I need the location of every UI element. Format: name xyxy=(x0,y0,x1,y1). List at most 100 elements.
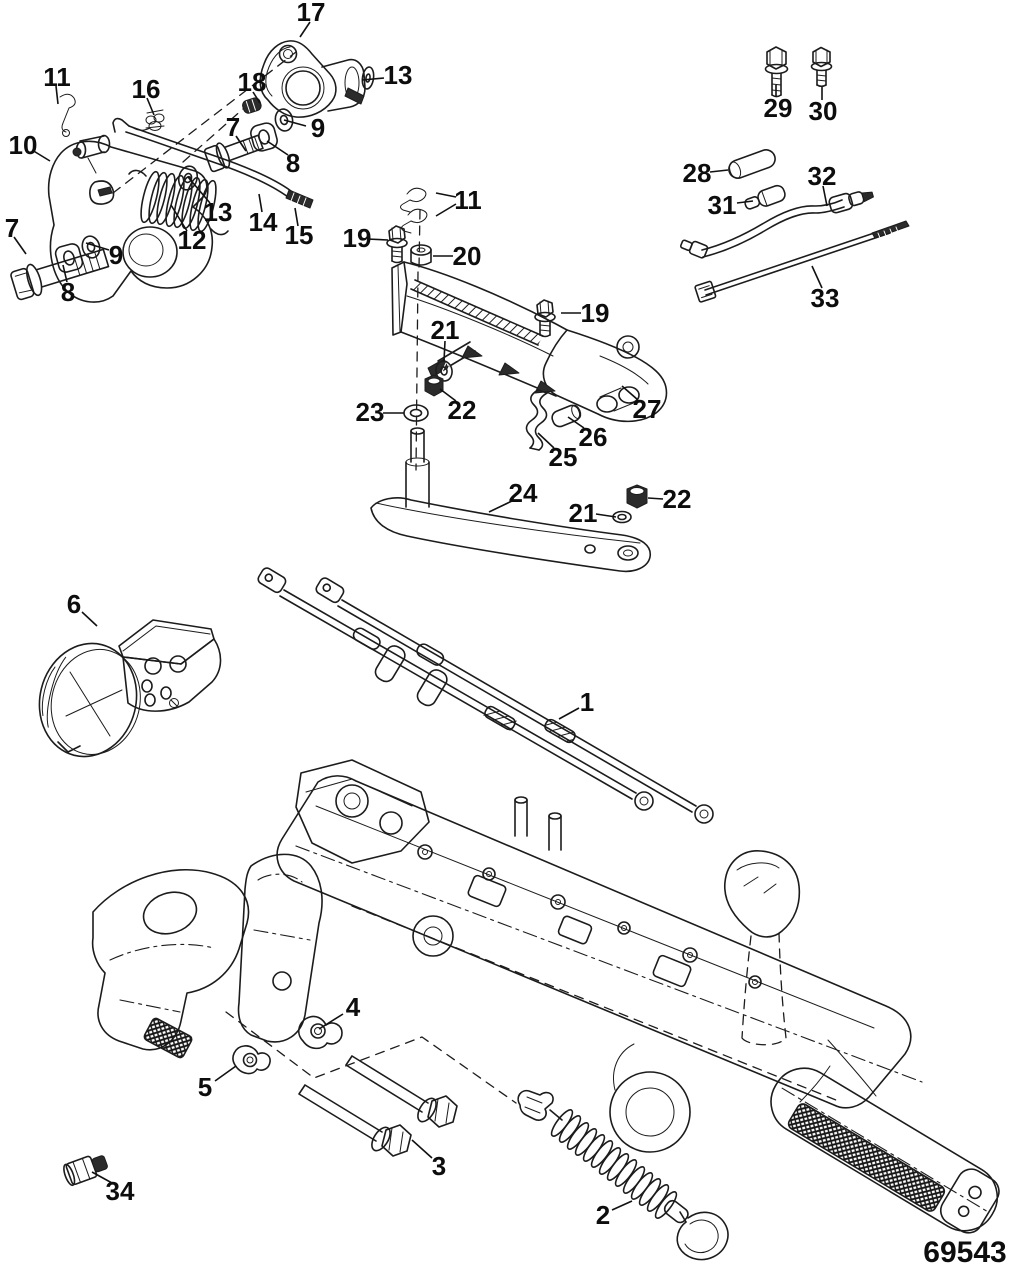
callout-number-33-32: 32 xyxy=(808,161,837,191)
callout-leader-10-12 xyxy=(170,204,188,232)
alignment-dashed-line xyxy=(225,1011,517,1104)
callout-number-36-1: 1 xyxy=(580,687,594,717)
callout-number-32-31: 31 xyxy=(708,190,737,220)
callout-number-41-34: 34 xyxy=(106,1176,135,1206)
callout-leader-24-26 xyxy=(567,416,585,429)
callout-leader-3-18 xyxy=(252,91,261,104)
swivel-bracket-art xyxy=(91,853,323,1059)
part-17-swivel-bracket-art xyxy=(259,40,366,118)
callout-number-2-16: 16 xyxy=(132,74,161,104)
callout-leader-12-15 xyxy=(294,207,299,227)
group-hardware-kit xyxy=(679,46,910,303)
part-29-bolt-art xyxy=(764,46,789,98)
callout-leader-39-3 xyxy=(411,1139,433,1159)
callout-leader-9-13 xyxy=(187,176,211,204)
callout-leader-25-25 xyxy=(537,432,555,449)
part-30-bolt-art xyxy=(810,46,833,88)
part-33-cable-tie-art xyxy=(694,220,910,303)
callout-leader-41-34 xyxy=(91,1171,113,1184)
callout-leader-35-6 xyxy=(81,611,98,627)
part-20-bushing-art xyxy=(410,244,432,266)
callout-number-17-11: 11 xyxy=(454,185,482,215)
callout-leader-38-5 xyxy=(214,1065,237,1082)
callout-number-5-7: 7 xyxy=(226,112,240,142)
callout-number-24-26: 26 xyxy=(579,422,608,452)
part-6-cover-art xyxy=(38,619,222,758)
part-10-bracket-art xyxy=(47,134,214,303)
callout-leader-5-7 xyxy=(235,135,247,152)
part-22-locknut-art xyxy=(424,374,444,397)
callout-number-6-9: 9 xyxy=(311,113,325,143)
callout-leader-37-4 xyxy=(318,1013,344,1030)
part-7-bolt-art xyxy=(10,248,110,301)
part-19-bolt-art xyxy=(534,299,556,338)
part-3-bolts-art xyxy=(298,1055,458,1157)
callout-leader-33-32 xyxy=(822,185,828,207)
callout-number-26-24: 24 xyxy=(509,478,538,508)
callout-leader-26-24 xyxy=(488,500,513,513)
part-14-link-rod-art xyxy=(112,117,314,209)
part-21-washer-art xyxy=(435,360,453,382)
callout-number-15-8: 8 xyxy=(61,277,75,307)
callout-leader-23-27 xyxy=(621,385,639,401)
callout-number-7-8: 8 xyxy=(286,148,300,178)
part-24-link-arm-art xyxy=(370,427,651,573)
callout-number-28-22: 22 xyxy=(663,484,692,514)
callout-leader-21-22 xyxy=(439,388,457,402)
callout-number-13-7: 7 xyxy=(5,213,19,243)
part-2-lanyard-art xyxy=(517,1089,729,1261)
group-tiller-assembly xyxy=(91,759,1000,1234)
callout-number-18-20: 20 xyxy=(453,241,482,271)
callout-number-21-22: 22 xyxy=(448,395,477,425)
callout-number-31-28: 28 xyxy=(683,158,712,188)
tiller-body-art xyxy=(276,775,923,1153)
part-12-spring-art xyxy=(128,169,229,236)
group-throttle-arm-kit xyxy=(370,187,668,573)
callout-number-20-21: 21 xyxy=(431,315,460,345)
callout-number-37-4: 4 xyxy=(346,992,361,1022)
callout-leader-32-31 xyxy=(736,200,754,204)
part-1-cables-art xyxy=(257,567,714,824)
callout-number-1-11: 11 xyxy=(43,62,71,92)
callout-leader-4-13 xyxy=(361,77,385,81)
callout-leader-28-22 xyxy=(647,497,664,500)
callout-leader-40-2 xyxy=(611,1200,633,1211)
callout-number-10-12: 12 xyxy=(178,225,207,255)
callout-leader-13-7 xyxy=(13,236,27,255)
callout-number-11-14: 14 xyxy=(249,207,278,237)
part-27-steering-arm-art xyxy=(391,261,668,423)
callout-leader-31-28 xyxy=(709,169,729,173)
callout-number-30-30: 30 xyxy=(809,96,838,126)
part-22-locknut-art xyxy=(626,484,648,509)
part-15-threaded-end-art xyxy=(285,189,314,209)
callout-leader-2-16 xyxy=(146,97,155,116)
callout-number-23-27: 27 xyxy=(633,394,662,424)
callout-number-35-6: 6 xyxy=(67,589,81,619)
handle-grip-art xyxy=(770,1039,1000,1234)
callout-leader-7-8 xyxy=(266,140,289,156)
callout-leader-11-14 xyxy=(258,193,263,213)
part-8-spacer-art xyxy=(250,122,278,152)
callout-leader-6-9 xyxy=(283,119,307,127)
callout-leader-34-33 xyxy=(811,265,823,289)
callout-number-29-29: 29 xyxy=(764,93,793,123)
callout-number-8-10: 10 xyxy=(9,130,38,160)
part-11-cotter-clip-art xyxy=(400,187,428,234)
callout-number-0-17: 17 xyxy=(297,0,326,27)
callout-number-34-33: 33 xyxy=(811,283,840,313)
callout-number-25-25: 25 xyxy=(549,442,578,472)
callout-leader-14-9 xyxy=(85,242,110,251)
mount-plate-art xyxy=(295,759,430,864)
part-18-bushing-art xyxy=(242,97,262,114)
callout-number-3-18: 18 xyxy=(238,67,267,97)
part-31-fitting-art xyxy=(744,184,786,210)
part-8-spacer-art xyxy=(54,243,84,273)
callout-number-14-9: 9 xyxy=(109,240,123,270)
part-4-clip-art xyxy=(298,1015,343,1050)
callout-leader-17-11 xyxy=(435,192,457,198)
callout-leader-36-1 xyxy=(558,707,580,720)
part-19-bolt-art xyxy=(386,225,408,264)
callout-leader-8-10 xyxy=(31,149,51,162)
